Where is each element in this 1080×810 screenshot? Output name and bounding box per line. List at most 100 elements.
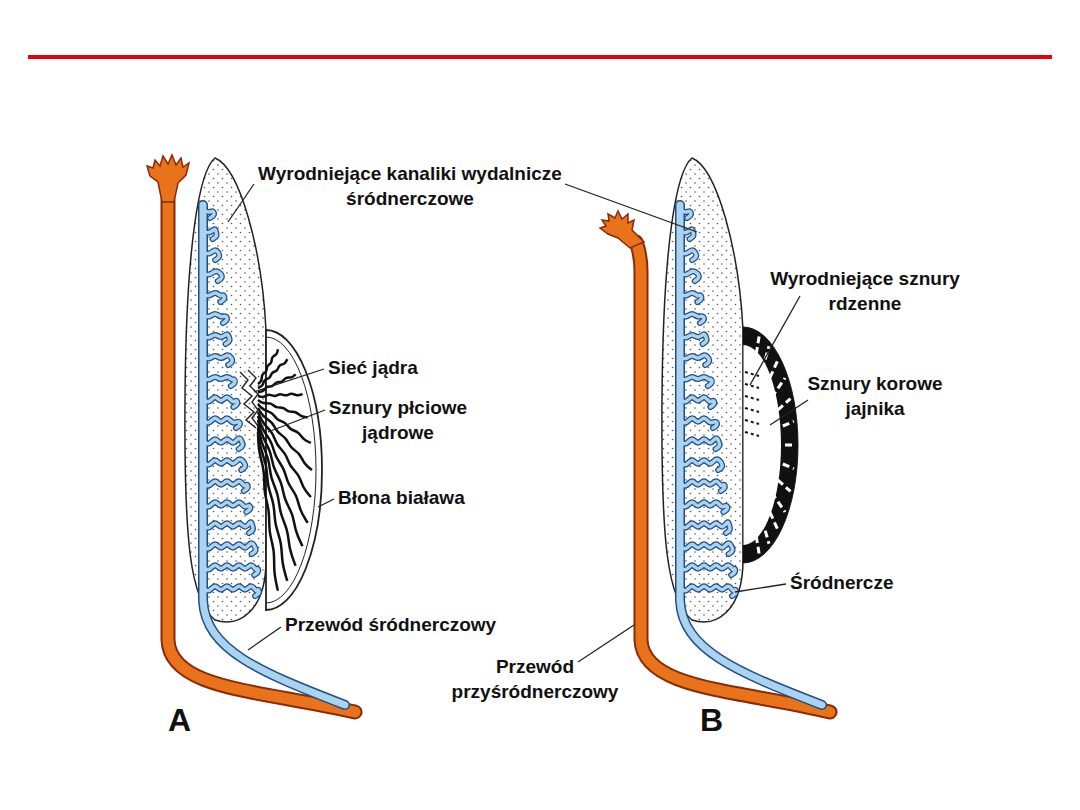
mesonephric-tubule-lumen: [680, 565, 735, 575]
part-label: Przewód przyśródnerczowy: [440, 655, 630, 704]
testis-cord: [258, 394, 302, 397]
mesonephric-tubule-lumen: [203, 397, 237, 407]
panel-letter: B: [700, 700, 723, 742]
mesonephric-tubule-lumen: [680, 438, 720, 449]
mesonephric-tubule: [680, 418, 717, 428]
cortical-cord: [753, 488, 769, 543]
mesonephric-tubule-lumen: [203, 355, 232, 365]
cortical-cord: [763, 444, 795, 447]
medullary-cord: [745, 420, 759, 424]
mesonephric-tubule-lumen: [680, 502, 727, 512]
mesonephric-tubule: [680, 459, 722, 470]
mesonephric-tubule-lumen: [680, 334, 707, 344]
part-label: Błona biaława: [338, 486, 465, 511]
leader-line: [228, 184, 254, 222]
mesonephric-tubule: [680, 522, 730, 533]
mesonephric-tubule-lumen: [680, 377, 712, 386]
art-part: [662, 158, 822, 705]
mesonephric-tubule-lumen: [680, 459, 722, 470]
mesonephric-tubule: [203, 418, 240, 428]
leader-line: [254, 369, 324, 392]
mesonephric-tubule: [203, 481, 248, 491]
mesonephric-tubule-lumen: [203, 438, 243, 449]
cortical-cord: [759, 378, 785, 416]
part-label: Sznury płciowe jądrowe: [311, 396, 486, 445]
mesonephric-tubule-lumen: [203, 418, 240, 428]
fimbriated-funnel: [147, 155, 189, 202]
cortical-cord: [763, 421, 794, 434]
mesonephric-tubule: [203, 543, 256, 554]
mesonephric-tubule-lumen: [203, 543, 256, 554]
medullary-cord: [745, 408, 759, 412]
testis-cord: [258, 400, 308, 417]
mesonephric-tubule-lumen: [203, 481, 248, 491]
ovary-cortex: [743, 327, 798, 563]
mesonephric-tubule: [203, 502, 250, 512]
part-label: Sieć jądra: [328, 356, 418, 381]
mesonephric-tubule: [203, 565, 258, 575]
cortical-cord: [749, 493, 759, 554]
mesonephric-tubule-lumen: [203, 377, 235, 386]
medullary-cord: [745, 396, 759, 400]
mesonephric-tubule: [203, 586, 259, 596]
testis-cord: [258, 428, 287, 581]
cortical-cord: [761, 465, 790, 491]
leader-line: [578, 625, 634, 662]
header-rule: [28, 55, 1052, 59]
mesonephric-tubule-lumen: [203, 586, 259, 596]
testis-cord: [258, 432, 278, 591]
mesonephric-tubule: [203, 438, 243, 449]
part-label: Wyrodniejące sznury rdzenne: [755, 267, 975, 316]
mesonephric-tubule: [680, 397, 714, 407]
testis-cord: [258, 359, 287, 388]
leader-line: [248, 627, 281, 650]
mesonephric-tubule-lumen: [680, 314, 704, 323]
mesonephric-tubule-lumen: [680, 418, 717, 428]
mesonephric-tubule: [680, 481, 725, 491]
leader-line: [318, 499, 334, 507]
ovary: [743, 327, 798, 563]
mesonephric-tubule-lumen: [203, 314, 227, 323]
leader-line: [268, 410, 325, 432]
mesonephric-tubule-lumen: [203, 334, 230, 344]
mesonephric-tubule: [203, 459, 245, 470]
testis-cord: [258, 424, 296, 566]
part-label: Śródnercze: [790, 571, 893, 596]
mesonephric-tubule-lumen: [203, 522, 253, 533]
mesonephric-tubule: [680, 502, 727, 512]
leader-line: [770, 400, 808, 425]
mesonephric-tubule-lumen: [680, 543, 733, 554]
figure-female: [600, 158, 830, 712]
mesonephric-tubule: [203, 522, 253, 533]
leader-line: [750, 296, 800, 385]
mesonephric-tubule: [203, 397, 237, 407]
panel-letter: A: [168, 700, 191, 742]
mesonephric-tubule-lumen: [203, 459, 245, 470]
fimbriated-funnel: [600, 211, 644, 248]
cortical-cord: [759, 474, 785, 512]
part-label: Przewód śródnerczowy: [285, 613, 496, 638]
leader-line: [735, 584, 786, 592]
mesonephric-tubule-lumen: [680, 522, 730, 533]
mesonephric-tubule-lumen: [203, 565, 258, 575]
medullary-cord: [745, 432, 759, 436]
testis-cord: [258, 408, 312, 470]
mesonephric-tubule-lumen: [680, 481, 725, 491]
part-label: Sznury korowe jajnika: [795, 372, 955, 421]
mesonephric-tubule-lumen: [680, 586, 736, 596]
leader-line: [565, 184, 697, 232]
mesonephric-tubule: [680, 586, 736, 596]
mesonephric-tubule-lumen: [203, 502, 250, 512]
mesonephric-tubule: [680, 565, 735, 575]
part-label: Wyrodniejące kanaliki wydalnicze śródner…: [250, 162, 570, 211]
mesonephric-tubule-lumen: [680, 355, 709, 365]
mesonephros-body: [662, 158, 743, 622]
cortical-cord: [763, 455, 794, 468]
mesonephric-tubule: [680, 438, 720, 449]
mesonephric-tubule: [680, 543, 733, 554]
rete-testis: [240, 370, 258, 428]
mesonephros-body: [185, 158, 266, 622]
leader-lines: [228, 184, 808, 662]
mesonephric-tubule-lumen: [680, 397, 714, 407]
